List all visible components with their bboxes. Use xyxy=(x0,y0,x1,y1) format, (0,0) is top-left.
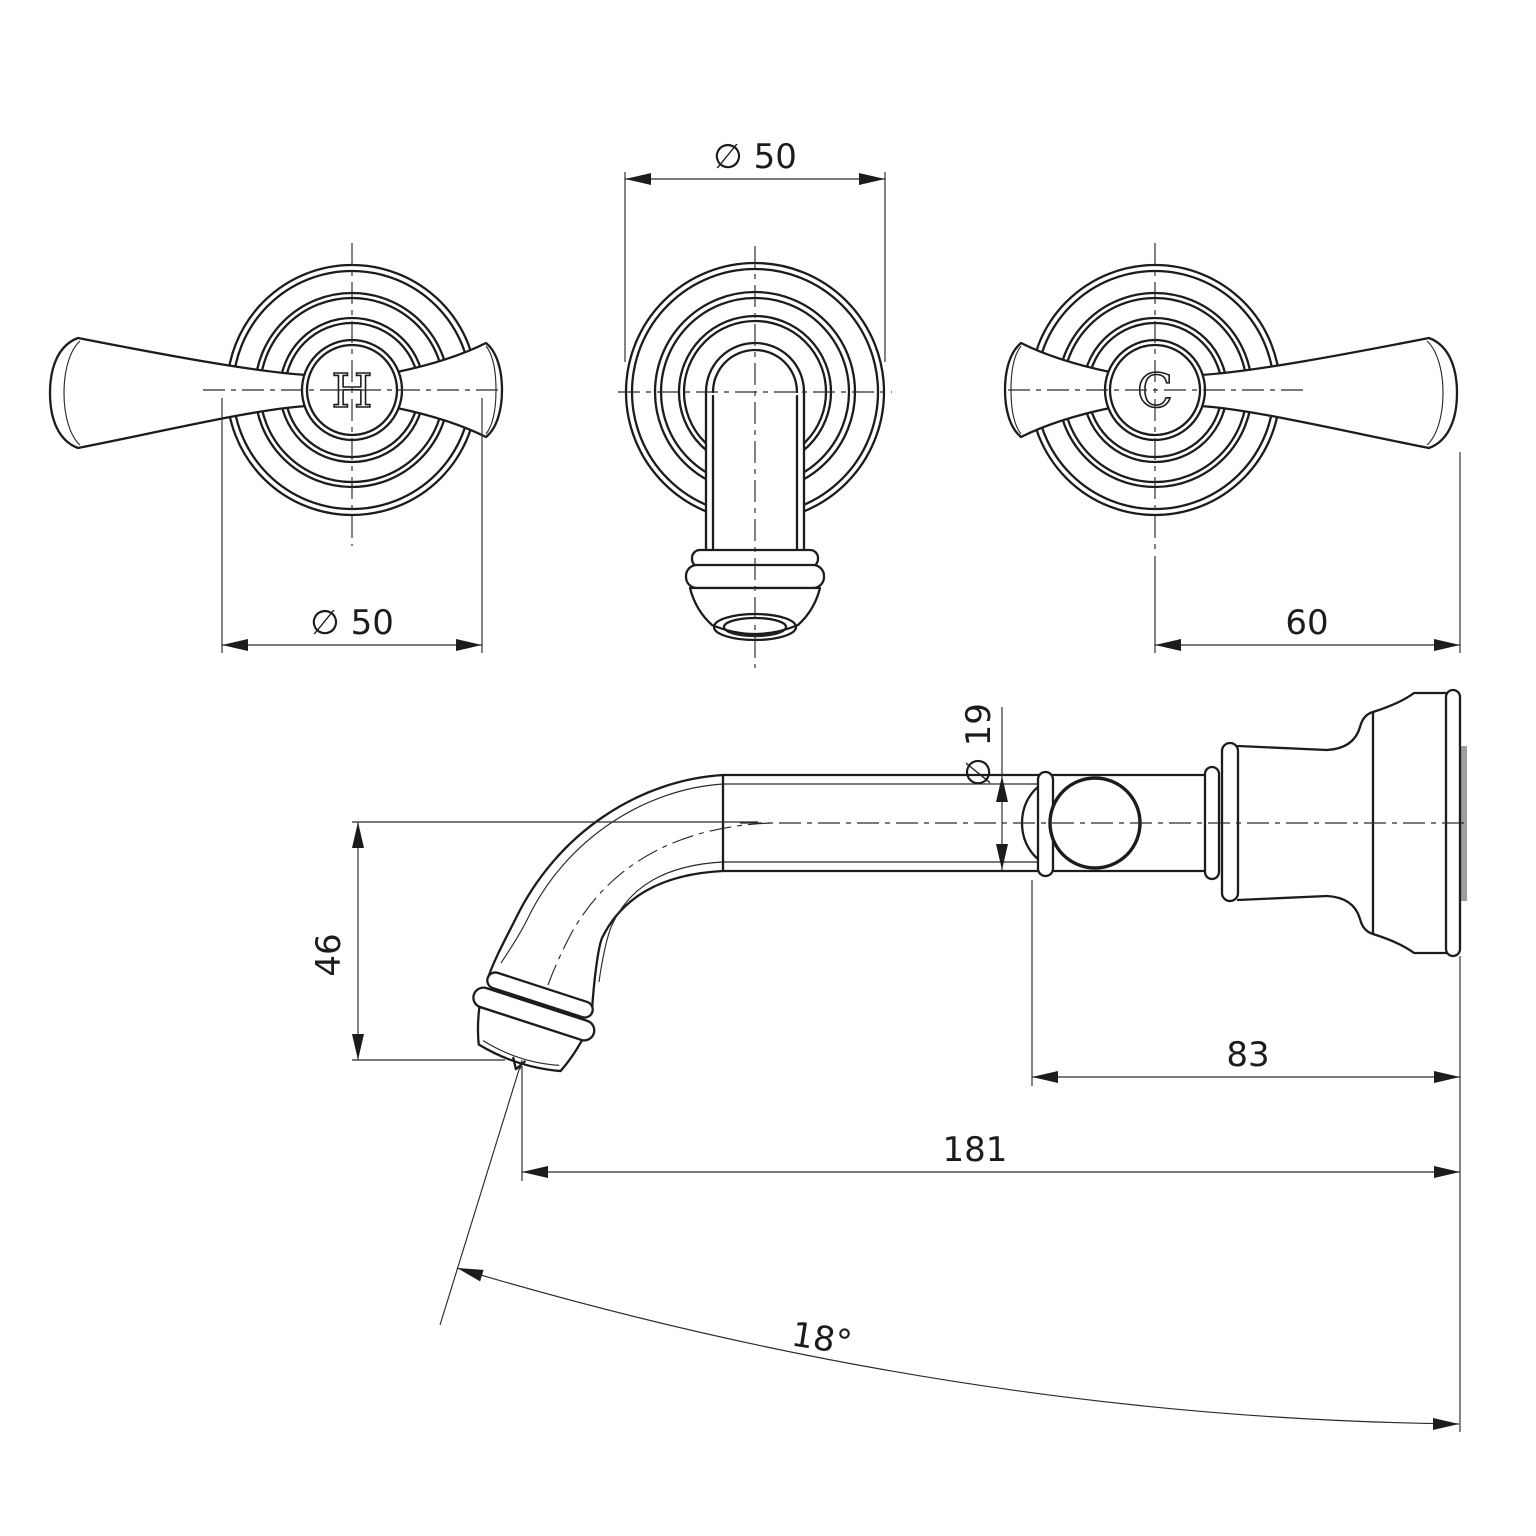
svg-text:∅ 50: ∅ 50 xyxy=(310,603,394,643)
svg-text:83: 83 xyxy=(1226,1035,1269,1075)
dim-spout-flange-dia: ∅ 50 xyxy=(624,137,886,362)
view-side-spout xyxy=(472,688,1470,1076)
dim-hot-flange-dia: ∅ 50 xyxy=(221,398,483,653)
connector-ring-2 xyxy=(1220,741,1240,903)
svg-text:181: 181 xyxy=(943,1130,1008,1170)
svg-text:46: 46 xyxy=(309,933,349,976)
svg-text:18°: 18° xyxy=(789,1315,855,1364)
view-front-hot-handle: H xyxy=(48,243,504,546)
dim-wall-to-ball: 83 xyxy=(1031,880,1461,1432)
dim-spout-tube-dia: ∅ 19 xyxy=(959,703,1008,871)
svg-text:∅ 19: ∅ 19 xyxy=(959,703,999,787)
view-front-spout xyxy=(618,246,892,668)
svg-text:∅ 50: ∅ 50 xyxy=(713,137,797,177)
svg-text:60: 60 xyxy=(1285,603,1328,643)
spout-aerator xyxy=(472,971,596,1073)
hot-lever-arm xyxy=(48,336,309,450)
dim-outlet-angle: 18° xyxy=(439,1059,1460,1430)
view-front-cold-handle: C xyxy=(1003,243,1459,550)
dim-cold-handle-length: 60 xyxy=(1154,452,1461,653)
dim-drop-height: 46 xyxy=(309,821,758,1061)
dim-wall-to-tip: 181 xyxy=(521,1066,1460,1181)
